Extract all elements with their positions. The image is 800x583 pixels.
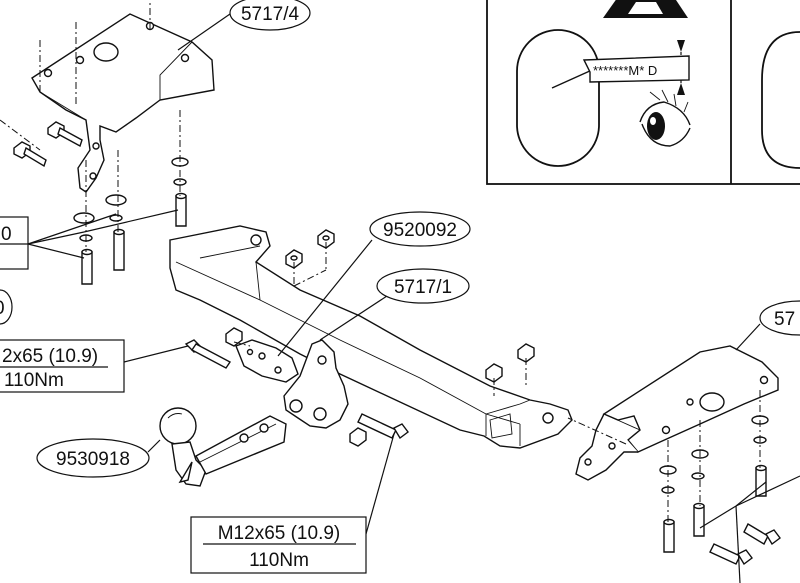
towball: [159, 407, 287, 487]
label-bracket-left: 5717/4: [241, 4, 300, 25]
right-bolts: [659, 390, 781, 566]
callout-left-fragment: 0: [0, 216, 29, 270]
bracket-hole: [93, 42, 119, 62]
bolt-spec-center: M12x65 (10.9) 110Nm: [190, 516, 367, 574]
label-towball: 9530918: [56, 449, 130, 470]
label-left-fragment: 0: [1, 224, 12, 245]
bolt-spec-left-top: 2x65 (10.9): [2, 346, 98, 367]
eye-icon: [639, 89, 691, 147]
bolt-spec-left-bottom: 110Nm: [4, 370, 64, 391]
crossbar: [169, 225, 573, 449]
callout-right-bracket: 57: [759, 300, 800, 336]
label-fastener-kit: 9520092: [383, 220, 457, 241]
bolt-spec-center-top: M12x65 (10.9): [218, 523, 341, 544]
center-bolts: [184, 339, 409, 440]
bracket-hole-right: [699, 392, 725, 412]
right-bracket: [567, 345, 779, 481]
left-bracket: [31, 13, 215, 193]
ball-mount-plate: [235, 339, 349, 429]
callout-left-fragment2: 0: [0, 289, 13, 325]
callout-9530918: 9530918: [36, 438, 150, 478]
label-left-fragment2: 0: [0, 298, 5, 319]
leader-lines: [27, 13, 800, 583]
plate-code: *******M* D: [593, 63, 657, 78]
crossbar-nuts: [225, 229, 535, 447]
label-oval: [516, 29, 600, 167]
bolt-spec-left: 2x65 (10.9) 110Nm: [0, 339, 125, 393]
bolt-spec-center-bottom: 110Nm: [249, 550, 309, 571]
left-bolts: [0, 0, 189, 285]
plate-callout: [582, 55, 690, 83]
label-crossbar: 5717/1: [394, 277, 452, 298]
callout-9520092: 9520092: [369, 211, 471, 247]
warning-inset: *******M* D: [486, 0, 800, 185]
label-bracket-right: 57: [774, 309, 795, 330]
callout-5717-1: 5717/1: [376, 268, 470, 304]
callout-5717-4: 5717/4: [229, 0, 311, 31]
